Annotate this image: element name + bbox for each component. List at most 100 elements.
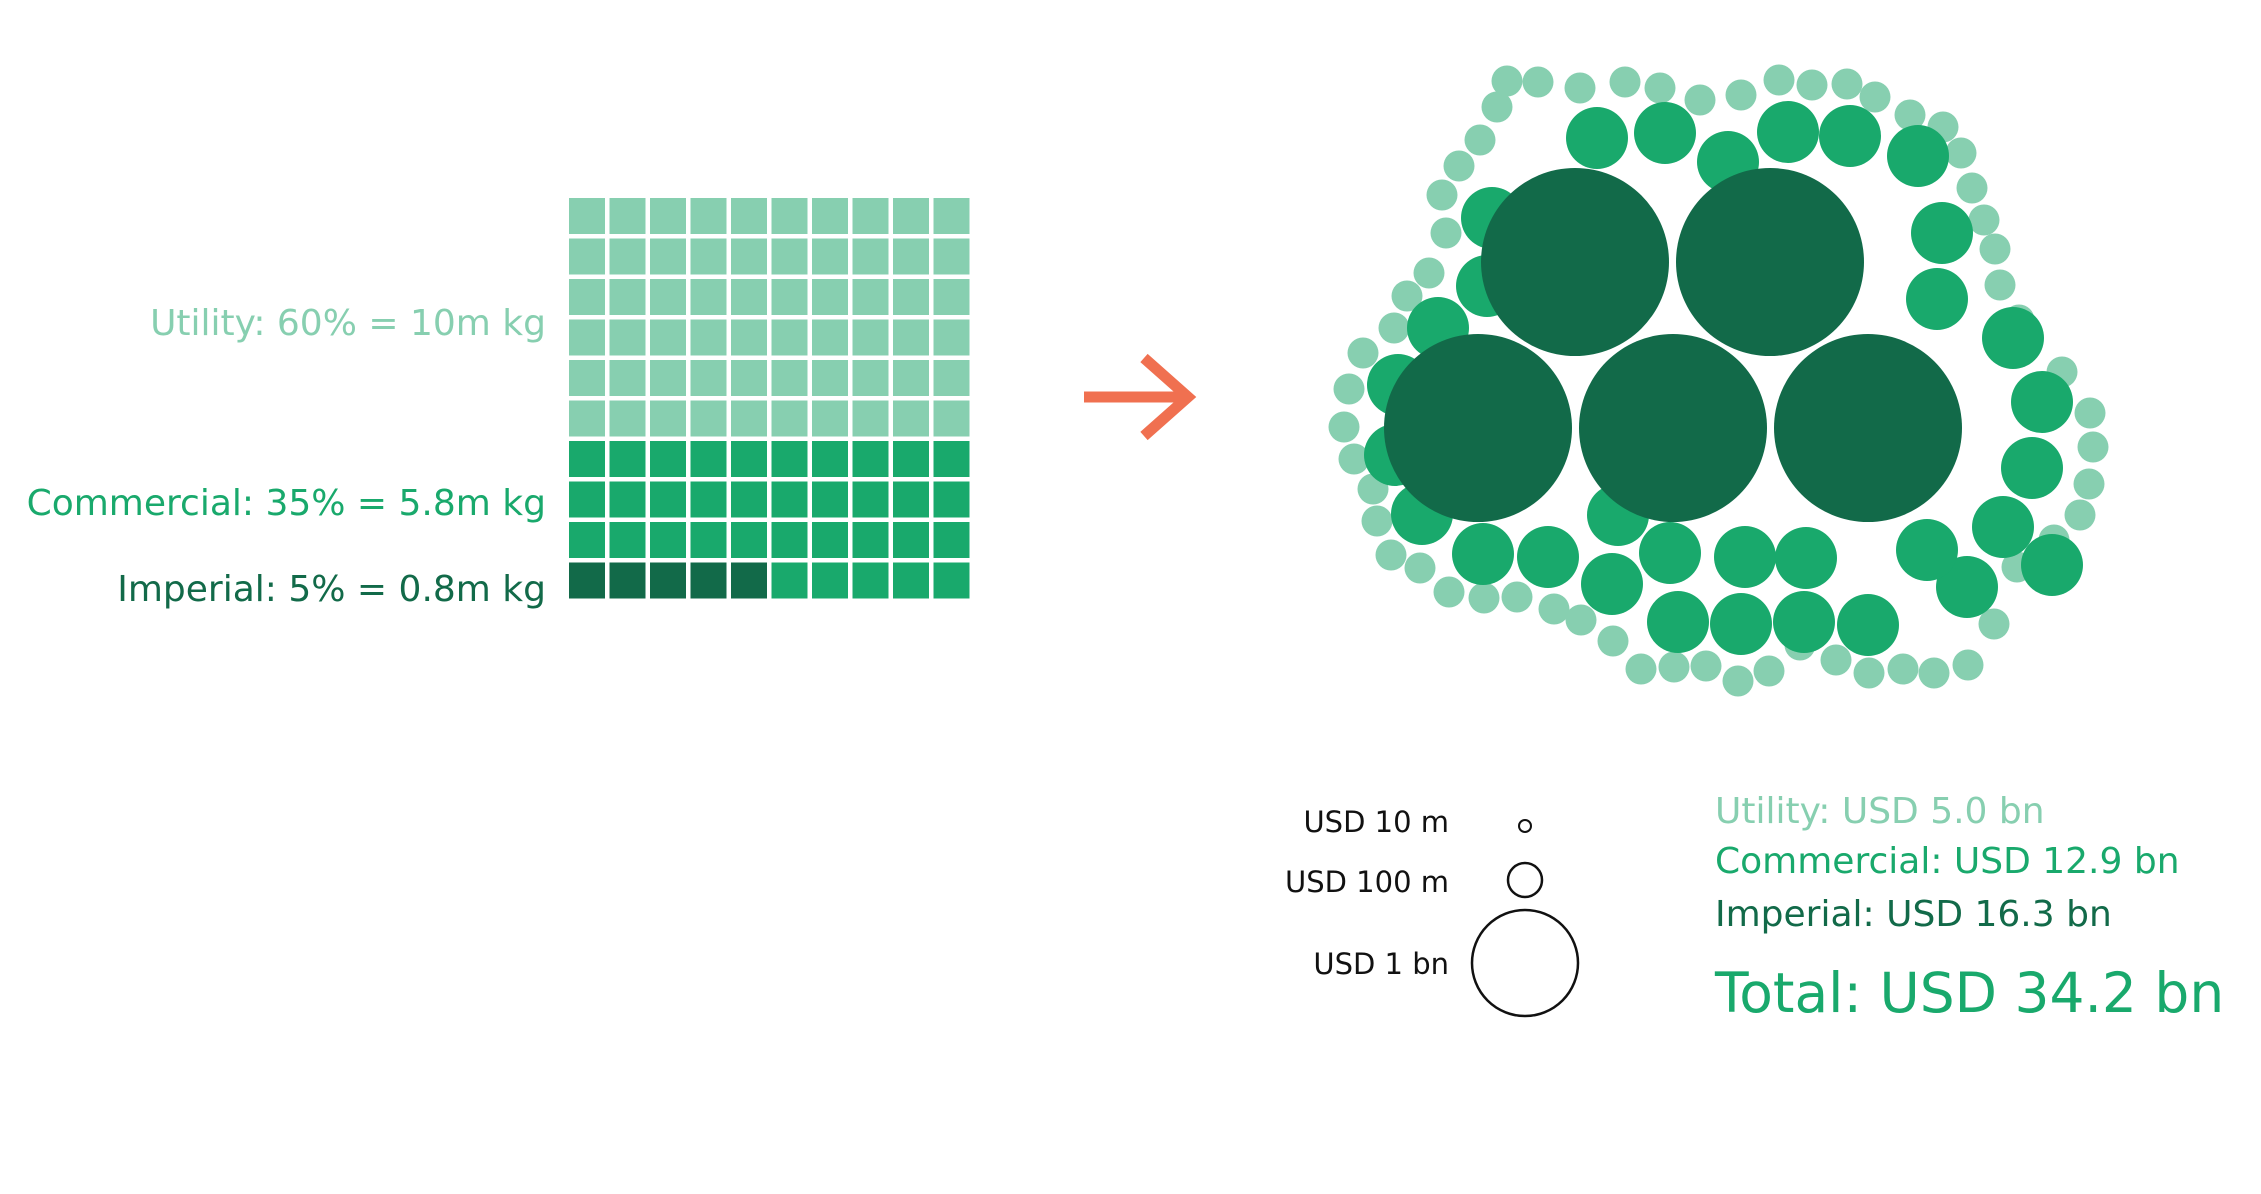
- utility-value-label: Utility: USD 5.0 bn: [1715, 791, 2045, 832]
- bubble-commercial: [2001, 437, 2063, 499]
- bubble-utility: [1956, 172, 1988, 204]
- bubble-commercial: [1566, 107, 1628, 169]
- size-legend-label-1bn: USD 1 bn: [1313, 947, 1449, 981]
- packed-bubble-cluster: [1328, 64, 2109, 697]
- waffle-cell-commercial: [933, 562, 970, 599]
- waffle-cell-utility: [893, 198, 929, 234]
- bubble-utility: [1361, 505, 1393, 537]
- bubble-utility: [2074, 397, 2106, 429]
- waffle-cell-utility: [771, 360, 808, 396]
- waffle-cell-imperial: [731, 562, 767, 599]
- waffle-cell-utility: [609, 238, 646, 275]
- utility-share-label: Utility: 60% = 10m kg: [150, 303, 546, 344]
- waffle-cell-utility: [650, 360, 686, 396]
- waffle-cell-commercial: [731, 522, 767, 558]
- waffle-cell-utility: [731, 400, 767, 437]
- bubble-utility: [1918, 657, 1950, 689]
- waffle-cell-utility: [650, 238, 686, 275]
- waffle-cell-commercial: [609, 522, 646, 558]
- bubble-utility: [1658, 651, 1690, 683]
- waffle-cell-utility: [812, 279, 848, 315]
- waffle-cell-commercial: [771, 441, 808, 477]
- bubble-utility: [1597, 625, 1629, 657]
- bubble-commercial: [1819, 105, 1881, 167]
- bubble-utility: [1338, 443, 1370, 475]
- bubble-commercial: [1581, 553, 1643, 615]
- waffle-cell-commercial: [812, 481, 848, 518]
- bubble-utility: [1433, 576, 1465, 608]
- bubble-utility: [2073, 468, 2105, 500]
- waffle-cell-commercial: [893, 481, 929, 518]
- bubble-commercial: [1517, 526, 1579, 588]
- bubble-utility: [1644, 72, 1676, 104]
- waffle-cell-commercial: [731, 441, 767, 477]
- waffle-cell-utility: [852, 198, 889, 234]
- total-value-label: Total: USD 34.2 bn: [1715, 961, 2225, 1025]
- waffle-cell-commercial: [852, 522, 889, 558]
- bubble-utility: [1430, 217, 1462, 249]
- waffle-cell-utility: [731, 198, 767, 234]
- waffle-cell-utility: [812, 198, 848, 234]
- bubble-utility: [1831, 68, 1863, 100]
- bubble-utility: [1945, 137, 1977, 169]
- size-legend-circle-10m: [1518, 819, 1532, 833]
- waffle-cell-utility: [893, 319, 929, 356]
- bubble-utility: [1853, 657, 1885, 689]
- waffle-cell-utility: [569, 319, 605, 356]
- waffle-cell-commercial: [852, 481, 889, 518]
- bubble-commercial: [1911, 202, 1973, 264]
- waffle-cell-utility: [650, 319, 686, 356]
- waffle-cell-imperial: [569, 562, 605, 599]
- imperial-share-label: Imperial: 5% = 0.8m kg: [117, 569, 546, 610]
- waffle-cell-commercial: [893, 522, 929, 558]
- bubble-commercial: [1972, 496, 2034, 558]
- waffle-cell-utility: [893, 360, 929, 396]
- waffle-cell-commercial: [569, 522, 605, 558]
- waffle-cell-commercial: [569, 441, 605, 477]
- bubble-utility: [1984, 269, 2016, 301]
- waffle-cell-utility: [852, 319, 889, 356]
- waffle-cell-commercial: [609, 441, 646, 477]
- bubble-imperial: [1384, 334, 1572, 522]
- waffle-cell-commercial: [771, 562, 808, 599]
- bubble-utility: [1328, 411, 1360, 443]
- waffle-cell-imperial: [650, 562, 686, 599]
- waffle-cell-utility: [893, 279, 929, 315]
- bubble-utility: [2064, 499, 2096, 531]
- waffle-cell-commercial: [933, 481, 970, 518]
- waffle-cell-commercial: [690, 441, 727, 477]
- bubble-utility: [1565, 604, 1597, 636]
- bubble-utility: [1443, 150, 1475, 182]
- bubble-imperial: [1579, 334, 1767, 522]
- bubble-commercial: [1896, 519, 1958, 581]
- waffle-cell-utility: [852, 279, 889, 315]
- bubble-utility: [1625, 653, 1657, 685]
- waffle-cell-utility: [731, 279, 767, 315]
- imperial-value-label: Imperial: USD 16.3 bn: [1715, 894, 2112, 935]
- waffle-cell-utility: [933, 279, 970, 315]
- waffle-cell-commercial: [812, 522, 848, 558]
- bubble-utility: [1538, 593, 1570, 625]
- bubble-utility: [1722, 665, 1754, 697]
- bubble-utility: [1859, 81, 1891, 113]
- waffle-cell-utility: [771, 319, 808, 356]
- waffle-cell-utility: [690, 319, 727, 356]
- waffle-cell-utility: [771, 238, 808, 275]
- waffle-cell-commercial: [852, 562, 889, 599]
- bubble-commercial: [1710, 593, 1772, 655]
- bubble-utility: [1522, 66, 1554, 98]
- bubble-commercial: [1647, 591, 1709, 653]
- size-legend-label-100m: USD 100 m: [1284, 865, 1449, 899]
- bubble-utility: [1952, 649, 1984, 681]
- waffle-cell-commercial: [933, 522, 970, 558]
- waffle-cell-utility: [609, 279, 646, 315]
- bubble-imperial: [1481, 168, 1669, 356]
- waffle-cell-commercial: [812, 441, 848, 477]
- bubble-imperial: [1676, 168, 1864, 356]
- waffle-cell-utility: [893, 238, 929, 275]
- bubble-utility: [1333, 373, 1365, 405]
- waffle-cell-utility: [731, 238, 767, 275]
- bubble-commercial: [1714, 526, 1776, 588]
- bubble-commercial: [1757, 101, 1819, 163]
- bubble-commercial: [1775, 527, 1837, 589]
